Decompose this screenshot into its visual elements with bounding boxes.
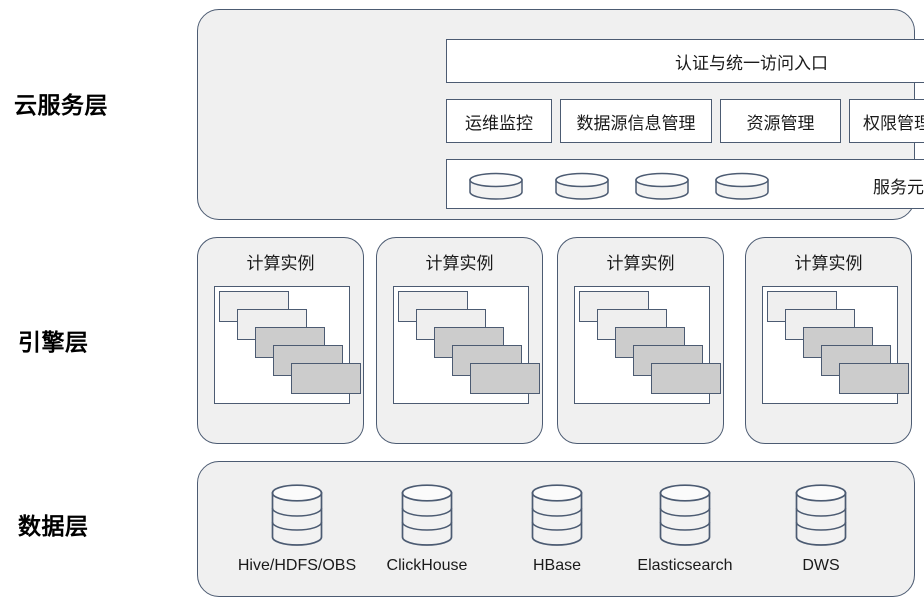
stack-card (839, 363, 909, 394)
service-metadata-label: 服务元数据 (873, 177, 924, 198)
database-cylinder-icon (271, 484, 323, 546)
function-box-ops-monitoring[interactable]: 运维监控 (446, 99, 552, 143)
auth-unified-access-gateway-box[interactable]: 认证与统一访问入口 (446, 39, 924, 83)
data-store-label: HBase (532, 557, 582, 574)
compute-instance-title: 计算实例 (794, 254, 863, 274)
service-metadata-box[interactable]: 服务元数据 (446, 159, 924, 209)
data-store-label: DWS (802, 557, 840, 574)
data-store-label: Elasticsearch (637, 557, 733, 574)
layer-caption-data: 数据层 (18, 513, 89, 539)
compute-instance-title: 计算实例 (606, 254, 675, 274)
compute-instance-stack-container (393, 286, 540, 404)
stack-card (651, 363, 721, 394)
stack-card (291, 363, 361, 394)
data-store-hive-hdfs-obs[interactable]: Hive/HDFS/OBS (222, 484, 372, 575)
database-cylinder-icon (659, 484, 711, 546)
function-box-resource-management[interactable]: 资源管理 (720, 99, 841, 143)
data-store-clickhouse[interactable]: ClickHouse (352, 484, 502, 575)
compute-instance-stack-container (762, 286, 909, 404)
compute-instance-panel[interactable]: 计算实例 (197, 237, 364, 444)
compute-instance-title: 计算实例 (425, 254, 494, 274)
cloud-service-layer-panel: 认证与统一访问入口 运维监控 数据源信息管理 资源管理 权限管理 配置调优 (197, 9, 924, 220)
compute-instance-stack-container (214, 286, 361, 404)
data-store-label: ClickHouse (386, 557, 468, 574)
function-box-permission-management[interactable]: 权限管理 (849, 99, 924, 143)
layer-caption-engine: 引擎层 (18, 329, 89, 355)
function-box-datasource-info-management[interactable]: 数据源信息管理 (560, 99, 712, 143)
data-store-elasticsearch[interactable]: Elasticsearch (610, 484, 760, 575)
database-cylinder-icon (401, 484, 453, 546)
compute-instance-stack-container (574, 286, 721, 404)
compute-instance-panel[interactable]: 计算实例 (376, 237, 543, 444)
compute-instance-panel[interactable]: 计算实例 (557, 237, 724, 444)
database-cylinder-icon (555, 172, 609, 200)
data-layer-panel: Hive/HDFS/OBS ClickHouse (197, 461, 915, 597)
data-store-label: Hive/HDFS/OBS (237, 557, 357, 574)
compute-instance-panel[interactable]: 计算实例 (745, 237, 912, 444)
data-store-dws[interactable]: DWS (746, 484, 896, 575)
database-cylinder-icon (531, 484, 583, 546)
stack-card (470, 363, 540, 394)
data-store-hbase[interactable]: HBase (482, 484, 632, 575)
database-cylinder-icon (795, 484, 847, 546)
database-cylinder-icon (635, 172, 689, 200)
layer-caption-cloud-service: 云服务层 (14, 92, 108, 118)
database-cylinder-icon (469, 172, 523, 200)
compute-instance-title: 计算实例 (246, 254, 315, 274)
database-cylinder-icon (715, 172, 769, 200)
